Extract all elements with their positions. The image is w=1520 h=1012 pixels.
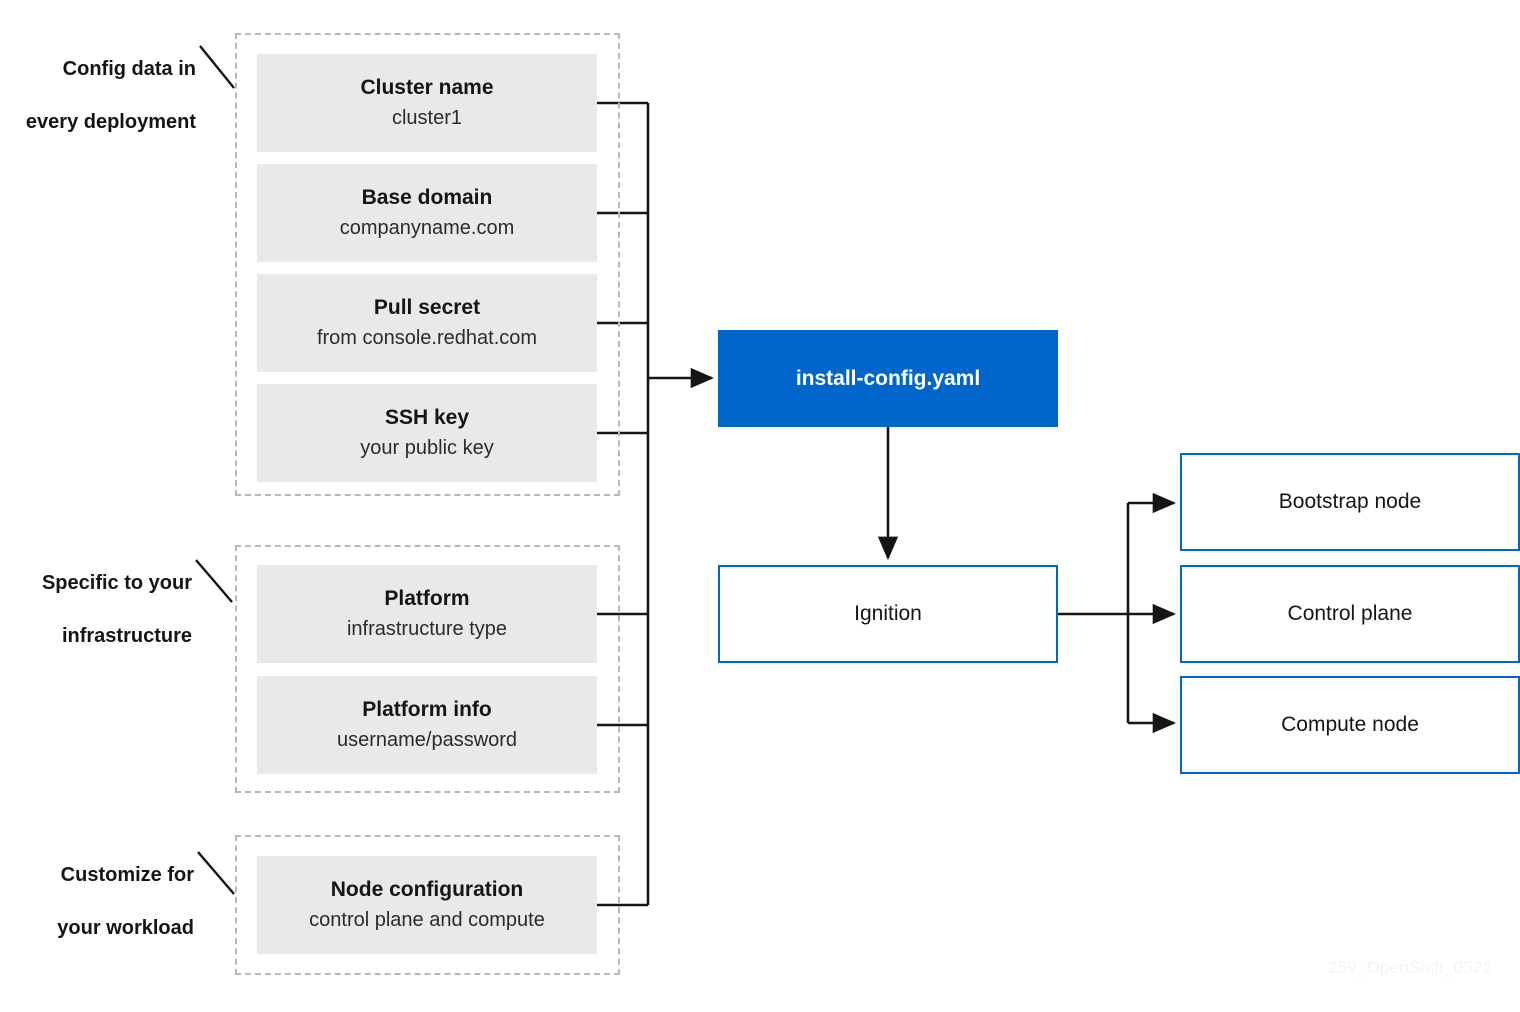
box-ignition-label: Ignition [854,602,922,625]
annotation-workload-line1: Customize for [60,864,194,887]
ignition-distributor [1058,503,1130,723]
box-install-config-yaml[interactable]: install-config.yaml [718,330,1058,427]
box-bootstrap-node[interactable]: Bootstrap node [1180,453,1520,551]
box-install-config-yaml-label: install-config.yaml [795,366,981,390]
card-cluster-name[interactable]: Cluster name cluster1 [257,54,597,152]
box-control-plane-label: Control plane [1287,602,1413,625]
box-compute-node[interactable]: Compute node [1180,676,1520,774]
card-platform[interactable]: Platform infrastructure type [257,565,597,663]
annotation-infrastructure-line2: infrastructure [61,625,192,648]
card-platform-info-title: Platform info [362,698,492,722]
annotation-infrastructure: Specific to your infrastructure [0,544,192,676]
box-bootstrap-node-label: Bootstrap node [1278,490,1422,513]
card-cluster-name-subtitle: cluster1 [391,106,463,129]
card-pull-secret-title: Pull secret [373,296,481,320]
card-node-configuration-title: Node configuration [330,878,524,902]
card-base-domain[interactable]: Base domain companyname.com [257,164,597,262]
box-control-plane[interactable]: Control plane [1180,565,1520,663]
card-base-domain-title: Base domain [361,186,493,210]
annotation-workload: Customize for your workload [0,836,194,968]
card-pull-secret[interactable]: Pull secret from console.redhat.com [257,274,597,372]
card-platform-subtitle: infrastructure type [346,617,508,640]
card-cluster-name-title: Cluster name [360,76,494,100]
card-ssh-key[interactable]: SSH key your public key [257,384,597,482]
card-platform-info[interactable]: Platform info username/password [257,676,597,774]
annotation-infrastructure-line1: Specific to your [41,572,192,595]
card-platform-info-subtitle: username/password [336,728,518,751]
group-workload-config [235,835,620,975]
watermark: 259_OpenShift_0522 [1328,958,1493,977]
group-infrastructure-config [235,545,620,793]
card-platform-title: Platform [384,587,470,611]
card-node-configuration[interactable]: Node configuration control plane and com… [257,856,597,954]
group-common-config [235,33,620,496]
card-ssh-key-subtitle: your public key [360,436,494,459]
card-node-configuration-subtitle: control plane and compute [309,908,545,931]
card-ssh-key-title: SSH key [384,406,470,430]
card-pull-secret-subtitle: from console.redhat.com [316,326,538,349]
annotation-config-data: Config data in every deployment [0,30,196,162]
annotation-config-data-line1: Config data in [62,58,196,81]
box-ignition[interactable]: Ignition [718,565,1058,663]
annotation-config-data-line2: every deployment [25,111,196,134]
box-compute-node-label: Compute node [1281,713,1419,736]
annotation-leader-lines [195,45,235,895]
card-base-domain-subtitle: companyname.com [339,216,515,239]
annotation-workload-line2: your workload [57,917,194,940]
